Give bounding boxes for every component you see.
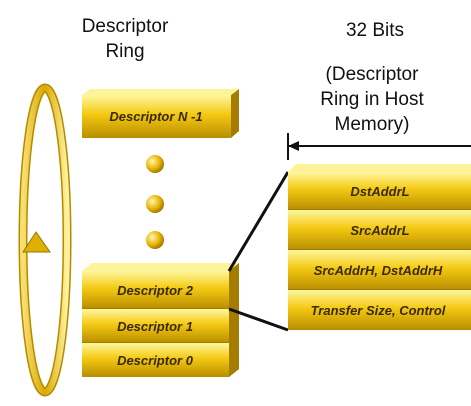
field-label-srcaddrl: SrcAddrL (350, 223, 409, 238)
ring-descriptor-2 (82, 271, 229, 309)
host-memory-caption: (Descriptor Ring in Host Memory) (272, 62, 471, 137)
field-label-srcaddrh-dstaddrh: SrcAddrH, DstAddrH (314, 263, 443, 278)
ring-descriptor-label-2: Descriptor 2 (117, 283, 194, 298)
field-label-transfer-size-control: Transfer Size, Control (311, 303, 446, 318)
descriptor-ring-title-line-2: Ring (105, 41, 145, 62)
host-memory-caption-line-1: (Descriptor (325, 64, 419, 85)
field-transfer-size-control (288, 290, 471, 330)
ring-descriptor-0 (82, 343, 229, 377)
descriptor-detail-block: DstAddrL SrcAddrL SrcAddrH, DstAddrH Tra… (288, 164, 471, 330)
ring-descriptor-1 (82, 309, 229, 343)
ring-arrow-icon (22, 231, 51, 253)
expand-line-bottom (228, 307, 289, 332)
ring-descriptor-n-minus-1: Descriptor N -1 (82, 89, 239, 138)
ring-descriptor-label-1: Descriptor 1 (117, 319, 193, 334)
field-srcaddrl (288, 210, 471, 250)
ellipsis-dot-icon (146, 155, 164, 173)
host-memory-caption-line-2: Ring in Host (320, 89, 424, 110)
field-srcaddrh-dstaddrh (288, 250, 471, 290)
field-dstaddrl (288, 172, 471, 210)
ellipsis-dot-icon (146, 195, 164, 213)
expand-line-top (227, 171, 290, 272)
ring-descriptor-label-0: Descriptor 0 (117, 353, 194, 368)
ellipsis-dot-icon (146, 231, 164, 249)
ring-descriptor-label-n-minus-1: Descriptor N -1 (109, 109, 202, 124)
ring-loop (18, 83, 72, 397)
ring-descriptor-stack: Descriptor 2 Descriptor 1 Descriptor 0 (82, 263, 239, 377)
descriptor-ring-title-line-1: Descriptor (81, 16, 169, 37)
descriptor-ring-title: Descriptor Ring (70, 14, 180, 64)
width-dimension-arrow (287, 133, 471, 160)
host-memory-caption-line-3: Memory) (334, 114, 410, 135)
field-label-dstaddrl: DstAddrL (350, 184, 409, 199)
bits-width-label: 32 Bits (345, 20, 405, 41)
